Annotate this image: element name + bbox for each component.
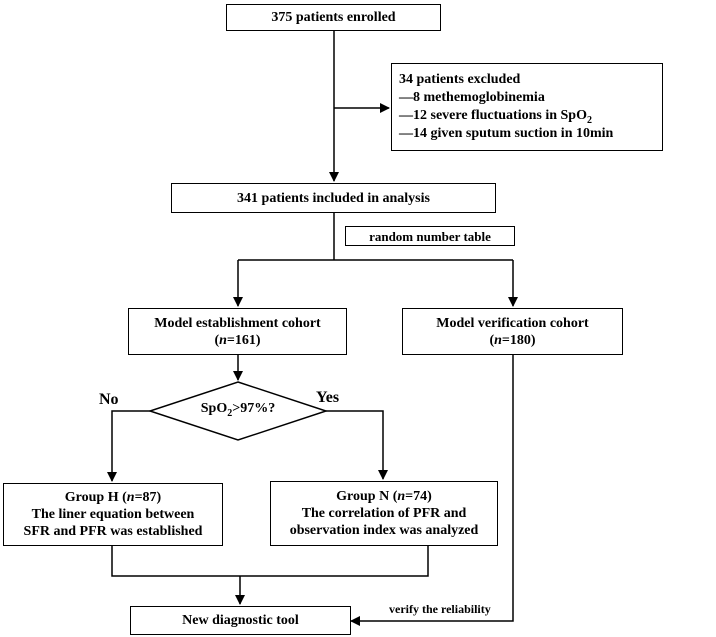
establishment-n: (n=161): [214, 332, 261, 348]
establishment-line1: Model establishment cohort: [154, 315, 321, 331]
excluded-item-3: —14 given sputum suction in 10min: [399, 126, 614, 141]
group-n-line3: observation index was analyzed: [289, 523, 479, 538]
diagnostic-tool-text: New diagnostic tool: [182, 613, 299, 628]
random-table-box: random number table: [345, 226, 515, 246]
group-h-line2: The liner equation between: [31, 507, 195, 522]
enrolled-text: 375 patients enrolled: [271, 10, 396, 25]
diagnostic-tool-box: New diagnostic tool: [130, 606, 351, 635]
yes-label: Yes: [316, 389, 340, 406]
connector-groupH-down: [111, 545, 429, 577]
group-n-box: Group N (n=74) The correlation of PFR an…: [270, 481, 498, 546]
excluded-item-1: —8 methemoglobinemia: [399, 90, 545, 105]
arrow-verify-reliability: [350, 354, 514, 626]
decision-text: SpO2>97%?: [200, 401, 276, 419]
enrolled-box: 375 patients enrolled: [226, 4, 441, 31]
verify-reliability-label: verify the reliability: [389, 602, 491, 616]
excluded-item-2: —12 severe fluctuations in SpO2: [399, 108, 592, 126]
excluded-title: 34 patients excluded: [399, 72, 521, 87]
verification-box: Model verification cohort (n=180): [402, 308, 623, 355]
verification-line1: Model verification cohort: [436, 315, 589, 331]
included-box: 341 patients included in analysis: [171, 183, 496, 213]
arrow-no-branch: [107, 410, 150, 482]
arrow-yes-branch: [326, 410, 388, 480]
establishment-box: Model establishment cohort (n=161): [128, 308, 347, 355]
random-table-text: random number table: [369, 228, 491, 244]
group-n-title: Group N (n=74): [336, 489, 432, 504]
excluded-box: 34 patients excluded —8 methemoglobinemi…: [391, 63, 663, 151]
decision-diamond: [147, 381, 329, 441]
group-h-box: Group H (n=87) The liner equation betwee…: [3, 483, 223, 546]
group-n-line2: The correlation of PFR and: [301, 506, 467, 521]
group-h-title: Group H (n=87): [64, 490, 162, 505]
no-label: No: [99, 391, 119, 408]
group-h-line3: SFR and PFR was established: [23, 524, 203, 539]
verification-n: (n=180): [489, 332, 536, 348]
included-text: 341 patients included in analysis: [237, 190, 430, 206]
